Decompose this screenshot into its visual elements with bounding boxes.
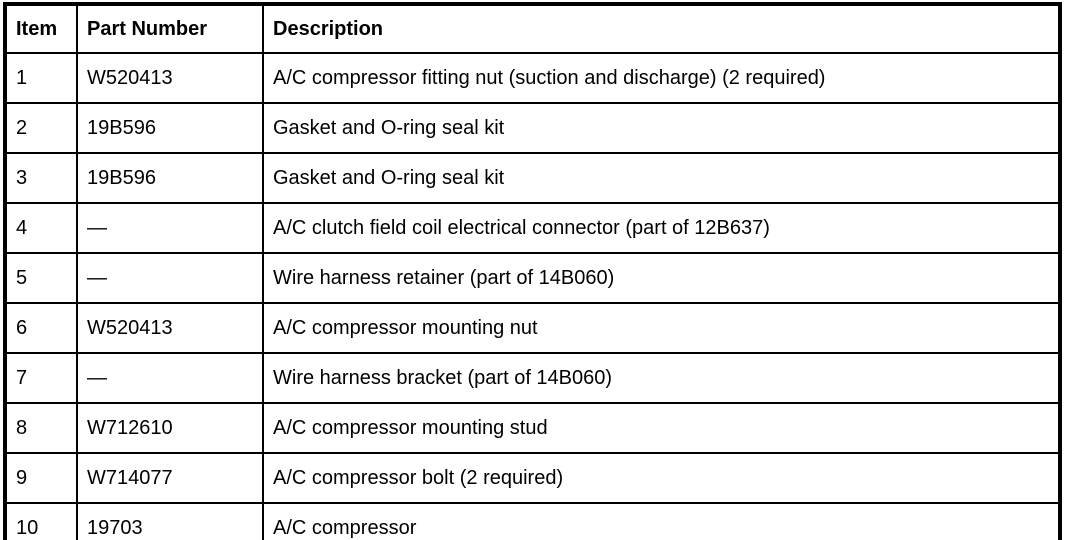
column-header-description: Description	[262, 3, 1061, 54]
part-number-cell: 19B596	[76, 152, 264, 204]
description-cell: A/C compressor bolt (2 required)	[262, 452, 1061, 504]
item-cell: 9	[4, 452, 78, 504]
table-row: 2 19B596 Gasket and O-ring seal kit	[4, 102, 1061, 154]
table-header-row: Item Part Number Description	[4, 3, 1061, 54]
table-row: 8 W712610 A/C compressor mounting stud	[4, 402, 1061, 454]
table-row: 4 — A/C clutch field coil electrical con…	[4, 202, 1061, 254]
item-cell: 2	[4, 102, 78, 154]
table-row: 9 W714077 A/C compressor bolt (2 require…	[4, 452, 1061, 504]
description-cell: Gasket and O-ring seal kit	[262, 102, 1061, 154]
part-number-cell: 19703	[76, 502, 264, 540]
description-cell: A/C compressor mounting stud	[262, 402, 1061, 454]
table-row: 10 19703 A/C compressor	[4, 502, 1061, 540]
part-number-cell: —	[76, 202, 264, 254]
part-number-cell: W520413	[76, 52, 264, 104]
item-cell: 10	[4, 502, 78, 540]
table-row: 6 W520413 A/C compressor mounting nut	[4, 302, 1061, 354]
part-number-cell: 19B596	[76, 102, 264, 154]
part-number-cell: W714077	[76, 452, 264, 504]
item-cell: 1	[4, 52, 78, 104]
table-row: 3 19B596 Gasket and O-ring seal kit	[4, 152, 1061, 204]
table-row: 1 W520413 A/C compressor fitting nut (su…	[4, 52, 1061, 104]
item-cell: 5	[4, 252, 78, 304]
part-number-cell: W520413	[76, 302, 264, 354]
column-header-item: Item	[4, 3, 78, 54]
description-cell: Wire harness retainer (part of 14B060)	[262, 252, 1061, 304]
item-cell: 3	[4, 152, 78, 204]
part-number-cell: W712610	[76, 402, 264, 454]
column-header-part-number: Part Number	[76, 3, 264, 54]
parts-table: Item Part Number Description 1 W520413 A…	[3, 2, 1062, 540]
description-cell: A/C compressor	[262, 502, 1061, 540]
description-cell: A/C compressor mounting nut	[262, 302, 1061, 354]
description-cell: Wire harness bracket (part of 14B060)	[262, 352, 1061, 404]
description-cell: Gasket and O-ring seal kit	[262, 152, 1061, 204]
table-row: 7 — Wire harness bracket (part of 14B060…	[4, 352, 1061, 404]
item-cell: 7	[4, 352, 78, 404]
part-number-cell: —	[76, 352, 264, 404]
description-cell: A/C compressor fitting nut (suction and …	[262, 52, 1061, 104]
item-cell: 6	[4, 302, 78, 354]
item-cell: 4	[4, 202, 78, 254]
table-row: 5 — Wire harness retainer (part of 14B06…	[4, 252, 1061, 304]
item-cell: 8	[4, 402, 78, 454]
description-cell: A/C clutch field coil electrical connect…	[262, 202, 1061, 254]
part-number-cell: —	[76, 252, 264, 304]
